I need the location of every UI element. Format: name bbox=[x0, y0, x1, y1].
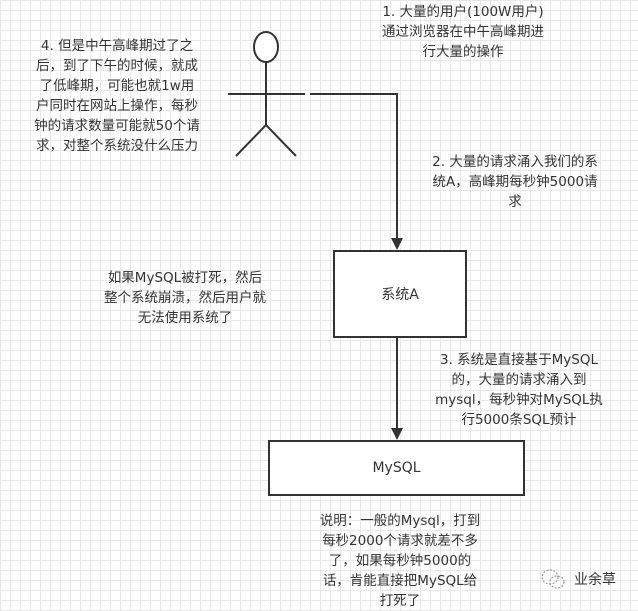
mysql-node: MySQL bbox=[268, 440, 525, 496]
note-step3: 3. 系统是直接基于MySQL 的，大量的请求涌入到 mysql，每秒钟对MySQL… bbox=[435, 350, 603, 430]
note-line: 3. 系统是直接基于MySQL bbox=[439, 352, 599, 368]
note-line: 统A，高峰期每秒钟5000请 bbox=[432, 174, 598, 190]
node-label: MySQL bbox=[372, 460, 421, 476]
note-line: 1. 大量的用户(100W用户) bbox=[382, 4, 544, 20]
note-step2: 2. 大量的请求涌入我们的系统A，高峰期每秒钟5000请求 bbox=[432, 152, 598, 212]
note-explain: 说明：一般的Mysql，打到每秒2000个请求就差不多了，如果每秒钟5000的话… bbox=[320, 511, 481, 611]
note-line: 整个系统崩溃，然后用户就 bbox=[104, 290, 266, 306]
note-line: 行5000条SQL预计 bbox=[461, 412, 577, 428]
note-line: 后，到了下午的时候，就成 bbox=[36, 58, 198, 74]
note-line: 通过浏览器在中午高峰期进 bbox=[382, 24, 544, 40]
note-line: mysql，每秒钟对MySQL执 bbox=[435, 392, 603, 408]
note-line: 求 bbox=[508, 194, 522, 210]
note-line: 如果MySQL被打死，然后 bbox=[107, 270, 263, 286]
user-actor-leg-right bbox=[265, 124, 297, 157]
note-line: 2. 大量的请求涌入我们的系 bbox=[432, 154, 598, 170]
watermark-text: 业余草 bbox=[574, 572, 616, 588]
user-to-system-arrow bbox=[310, 93, 398, 240]
note-line: 行大量的操作 bbox=[422, 44, 504, 60]
note-line: 了低峰期，可能也就1w用 bbox=[39, 78, 195, 94]
note-line: 无法使用系统了 bbox=[137, 310, 233, 326]
note-line: 钟的请求数量可能就50个请 bbox=[34, 118, 200, 134]
note-crash: 如果MySQL被打死，然后整个系统崩溃，然后用户就无法使用系统了 bbox=[104, 268, 266, 328]
note-line: 4. 但是中午高峰期过了之 bbox=[40, 38, 194, 54]
note-line: 的，大量的请求涌入到 bbox=[451, 372, 587, 388]
user-actor-head bbox=[253, 31, 279, 63]
system-a-node: 系统A bbox=[333, 250, 467, 338]
watermark: 业余草 bbox=[540, 568, 616, 590]
arrowhead bbox=[391, 428, 403, 440]
user-actor-leg-left bbox=[235, 124, 267, 157]
note-step1: 1. 大量的用户(100W用户) 通过浏览器在中午高峰期进行大量的操作 bbox=[382, 2, 544, 62]
note-line: 说明：一般的Mysql，打到 bbox=[319, 513, 481, 529]
arrowhead bbox=[391, 238, 403, 250]
note-line: 了，如果每秒钟5000的 bbox=[328, 553, 472, 569]
note-line: 话，肯能直接把MySQL给 bbox=[322, 573, 478, 589]
note-step4: 4. 但是中午高峰期过了之后，到了下午的时候，就成了低峰期，可能也就1w用户同时… bbox=[34, 36, 200, 156]
note-line: 每秒2000个请求就差不多 bbox=[322, 533, 478, 549]
note-line: 打死了 bbox=[379, 593, 421, 609]
node-label: 系统A bbox=[381, 287, 419, 303]
note-line: 户同时在网站上操作，每秒 bbox=[36, 98, 198, 114]
wechat-icon bbox=[541, 569, 565, 589]
note-line: 求，对整个系统没什么压力 bbox=[36, 138, 198, 154]
